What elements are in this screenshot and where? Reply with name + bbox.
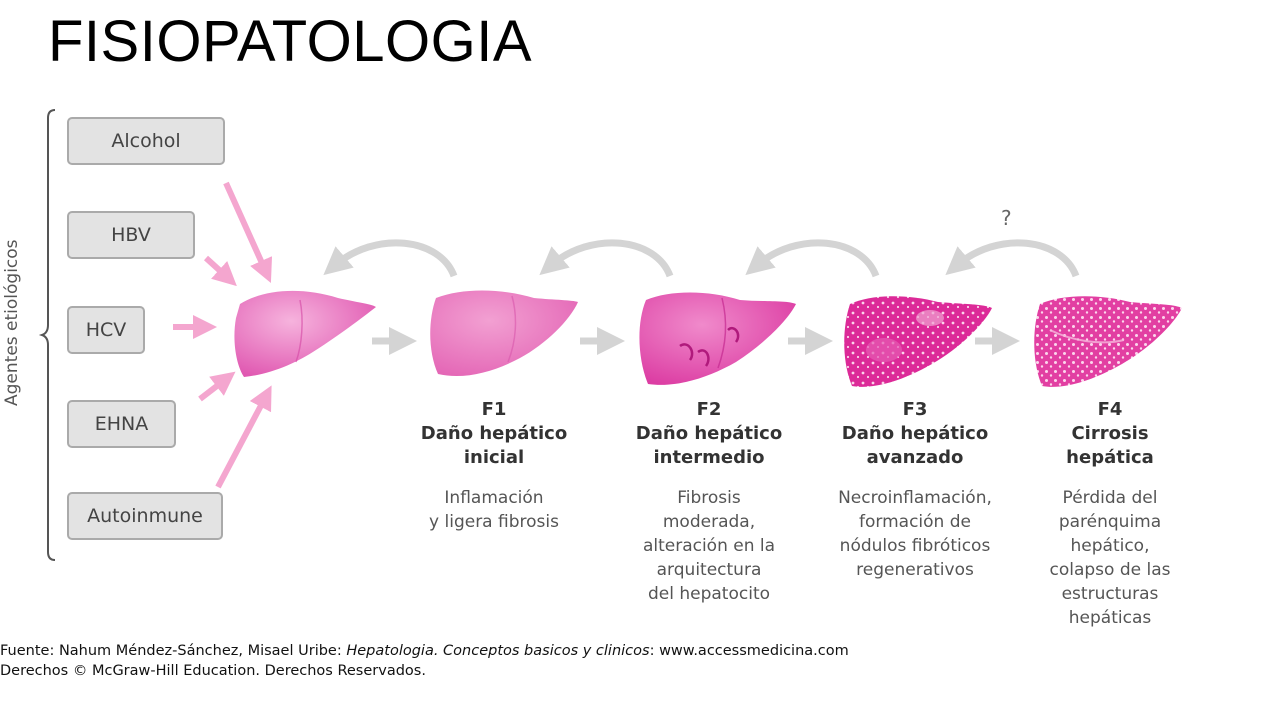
question-mark: ? xyxy=(1001,206,1012,230)
stage-name-line: hepática xyxy=(1066,447,1154,468)
arrow-hbv xyxy=(203,255,237,287)
agent-ehna: EHNA xyxy=(67,400,176,448)
desc-line: alteración en la xyxy=(642,536,776,556)
desc-line: nódulos fibróticos xyxy=(839,536,991,556)
liver-f3 xyxy=(844,296,992,387)
desc-line: del hepatocito xyxy=(647,584,771,604)
agent-alcohol: Alcohol xyxy=(67,117,225,165)
arrow-reverse-3 xyxy=(745,239,880,278)
stage-f2-desc: Fibrosis moderada, alteración en la arqu… xyxy=(609,486,809,606)
stage-name-line: intermedio xyxy=(653,447,765,468)
rights-line: Derechos © McGraw-Hill Education. Derech… xyxy=(0,663,426,679)
liver-healthy xyxy=(234,290,376,377)
desc-line: arquitectura xyxy=(656,560,762,580)
stage-f4-desc: Pérdida del parénquima hepático, colapso… xyxy=(1010,486,1210,630)
arrow-alcohol xyxy=(223,181,273,283)
page-title: FISIOPATOLOGIA xyxy=(48,9,532,74)
source-credit: Fuente: Nahum Méndez-Sánchez, Misael Uri… xyxy=(0,641,849,681)
arrow-autoinmune xyxy=(215,385,272,489)
arrow-reverse-2 xyxy=(539,239,674,278)
source-suffix: : www.accessmedicina.com xyxy=(649,643,849,659)
source-prefix: Fuente: Nahum Méndez-Sánchez, Misael Uri… xyxy=(0,643,347,659)
stage-name-line: Daño hepático xyxy=(635,423,783,444)
desc-line: moderada, xyxy=(662,512,756,532)
liver-f2 xyxy=(639,292,796,385)
desc-line: Fibrosis xyxy=(677,488,741,508)
agent-autoinmune: Autoinmune xyxy=(67,492,223,540)
liver-f4 xyxy=(1034,296,1182,387)
desc-line: hepáticas xyxy=(1068,608,1152,628)
stage-name-line: avanzado xyxy=(866,447,964,468)
stage-name-line: Daño hepático xyxy=(420,423,568,444)
desc-line: colapso de las xyxy=(1049,560,1171,580)
desc-line: parénquima xyxy=(1058,512,1162,532)
liver-f1 xyxy=(430,290,578,377)
arrow-ehna xyxy=(198,371,236,402)
desc-line: Necroinflamación, xyxy=(838,488,992,508)
stage-code: F2 xyxy=(696,399,722,420)
stage-f4-title: F4 Cirrosis hepática xyxy=(1010,398,1210,470)
desc-line: formación de xyxy=(859,512,971,532)
stage-name-line: inicial xyxy=(463,447,525,468)
stage-f1-title: F1 Daño hepático inicial xyxy=(394,398,594,470)
stage-name-line: Daño hepático xyxy=(841,423,989,444)
agents-bracket xyxy=(38,109,56,561)
desc-line: hepático, xyxy=(1070,536,1150,556)
desc-line: Inflamación xyxy=(444,488,544,508)
desc-line: regenerativos xyxy=(856,560,974,580)
stage-f3-desc: Necroinflamación, formación de nódulos f… xyxy=(815,486,1015,582)
stage-code: F1 xyxy=(481,399,507,420)
stage-f2-title: F2 Daño hepático intermedio xyxy=(609,398,809,470)
desc-line: estructuras xyxy=(1061,584,1159,604)
stage-f3-title: F3 Daño hepático avanzado xyxy=(815,398,1015,470)
desc-line: y ligera fibrosis xyxy=(429,512,559,532)
arrow-reverse-4 xyxy=(945,239,1080,278)
agent-hbv: HBV xyxy=(67,211,195,259)
source-line: Fuente: Nahum Méndez-Sánchez, Misael Uri… xyxy=(0,641,849,661)
stage-name-line: Cirrosis xyxy=(1071,423,1149,444)
agent-hcv: HCV xyxy=(67,306,145,354)
source-book: Hepatologia. Conceptos basicos y clinico… xyxy=(346,643,650,659)
stage-f1-desc: Inflamación y ligera fibrosis xyxy=(394,486,594,534)
desc-line: Pérdida del xyxy=(1062,488,1158,508)
stage-code: F3 xyxy=(902,399,928,420)
stage-code: F4 xyxy=(1097,399,1123,420)
arrow-reverse-1 xyxy=(323,239,458,278)
